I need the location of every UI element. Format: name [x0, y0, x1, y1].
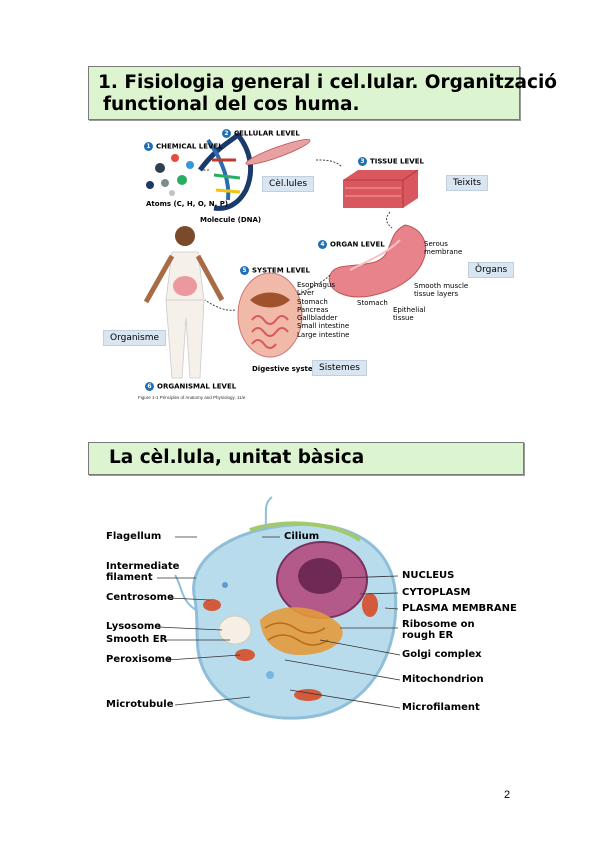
organismal-level-text: ORGANISMAL LEVEL: [157, 382, 237, 391]
tissue-block-illustration: [343, 169, 419, 208]
heading-1-line-1: 1. Fisiologia general i cel.lular. Organ…: [98, 72, 557, 93]
tag-cells: Cèl.lules: [262, 176, 315, 192]
label-cytoplasm: CYTOPLASM: [402, 587, 471, 598]
label-nucleus: NUCLEUS: [402, 570, 455, 581]
organ-gallbladder: Gallbladder: [297, 314, 338, 323]
organ-level-text: ORGAN LEVEL: [330, 240, 385, 249]
cell-body-illustration: [174, 496, 398, 720]
smooth-line-1: Smooth muscle: [414, 282, 469, 290]
level-2-badge: 2: [222, 129, 231, 138]
molecule-label: Molecule (DNA): [200, 216, 262, 224]
level-4-badge: 4: [318, 240, 327, 249]
label-lysosome: Lysosome: [106, 621, 162, 632]
smooth-line-2: tissue layers: [414, 290, 459, 298]
organ-small-intestine: Small intestine: [297, 322, 350, 331]
label-ribosome-line-1: Ribosome on: [402, 619, 475, 630]
label-mitochondrion: Mitochondrion: [402, 674, 484, 685]
serous-line-1: Serous: [424, 240, 448, 248]
epithelial-line-2: tissue: [393, 314, 414, 322]
level-1-badge: 1: [144, 142, 153, 151]
label-cilium: Cilium: [284, 531, 320, 542]
serous-membrane-label: Serous membrane: [424, 240, 462, 256]
system-organs-list: Esophagus Liver Stomach Pancreas Gallbla…: [297, 281, 349, 339]
label-intermediate-filament: Intermediate filament: [106, 561, 179, 583]
level-6-badge: 6: [145, 382, 154, 391]
label-golgi-complex: Golgi complex: [402, 649, 482, 660]
label-plasma-membrane: PLASMA MEMBRANE: [402, 603, 517, 614]
atoms-illustration: [146, 154, 194, 196]
label-flagellum: Flagellum: [106, 531, 162, 542]
chemical-level-text: CHEMICAL LEVEL: [156, 142, 223, 151]
epithelial-tissue-label: Epithelial tissue: [393, 306, 425, 322]
level-3-badge: 3: [358, 157, 367, 166]
label-intermediate-line-2: filament: [106, 572, 153, 583]
cell-leader-lines: [157, 536, 401, 709]
digestive-system-illustration: [237, 272, 303, 358]
label-smooth-er: Smooth ER: [106, 634, 168, 645]
organ-esophagus: Esophagus: [297, 281, 336, 289]
label-ribosome-line-2: rough ER: [402, 630, 454, 641]
organ-liver: Liver: [297, 289, 315, 298]
label-microtubule: Microtubule: [106, 699, 174, 710]
label-intermediate-line-1: Intermediate: [106, 561, 180, 572]
tissue-level-text: TISSUE LEVEL: [370, 157, 424, 166]
label-peroxisome: Peroxisome: [106, 654, 172, 665]
atoms-label: Atoms (C, H, O, N, P): [146, 200, 229, 208]
system-level-text: SYSTEM LEVEL: [252, 266, 311, 275]
tag-organism: Organisme: [103, 330, 167, 346]
label-ribosome-rough-er: Ribosome on rough ER: [402, 619, 475, 641]
organ-stomach: Stomach: [297, 297, 328, 306]
figure-caption: Figure 1-1 Principles of Anatomy and Phy…: [138, 395, 246, 400]
organism-girl-illustration: [143, 226, 225, 379]
section-heading-2-text: La cèl.lula, unitat bàsica: [109, 447, 365, 468]
label-microfilament: Microfilament: [402, 702, 480, 713]
muscle-cell-illustration: [245, 139, 311, 165]
organ-large-intestine: Large intestine: [297, 330, 350, 339]
smooth-muscle-label: Smooth muscle tissue layers: [414, 282, 468, 298]
tag-systems: Sistemes: [312, 360, 367, 376]
stomach-organ-illustration: [328, 224, 427, 298]
label-centrosome: Centrosome: [106, 592, 174, 603]
section-heading-2: La cèl.lula, unitat bàsica: [88, 442, 524, 475]
tag-organs: Òrgans: [468, 262, 515, 278]
epithelial-line-1: Epithelial: [393, 306, 426, 314]
heading-1-line-2: functional del cos huma.: [103, 94, 360, 115]
section-heading-1-text: 1. Fisiologia general i cel.lular. Organ…: [98, 72, 557, 116]
organ-pancreas: Pancreas: [297, 305, 329, 314]
cellular-level-text: CELLULAR LEVEL: [234, 129, 300, 138]
level-arrows: [200, 159, 393, 311]
tag-tissues: Teixits: [446, 175, 489, 191]
level-5-badge: 5: [240, 266, 249, 275]
digestive-system-label: Digestive system: [252, 365, 320, 373]
page-number: 2: [504, 789, 511, 801]
section-heading-1: 1. Fisiologia general i cel.lular. Organ…: [88, 66, 557, 120]
serous-line-2: membrane: [424, 248, 463, 256]
stomach-organ-label: Stomach: [357, 299, 388, 307]
